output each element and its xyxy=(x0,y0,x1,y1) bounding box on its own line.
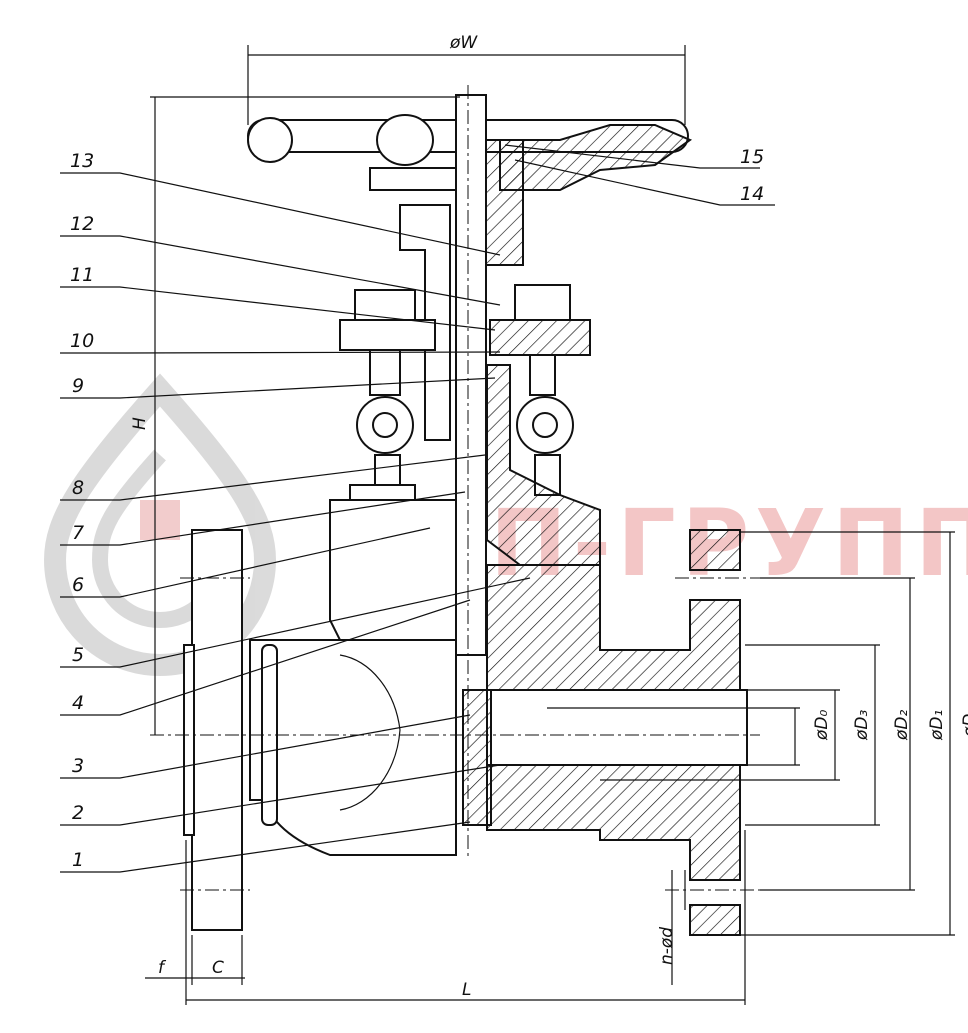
flange-top xyxy=(689,529,741,571)
label-5: 5 xyxy=(72,644,84,666)
stem xyxy=(455,94,487,656)
bore xyxy=(486,689,748,766)
label-14: 14 xyxy=(740,183,764,205)
label-12: 12 xyxy=(70,213,94,235)
dim-raised-face: f xyxy=(158,958,167,978)
body-left xyxy=(249,639,457,856)
dim-outer: øD xyxy=(960,714,968,739)
label-9: 9 xyxy=(72,375,84,397)
label-11: 11 xyxy=(70,264,94,286)
label-8: 8 xyxy=(72,477,84,499)
dim-flange-thickness: C xyxy=(212,958,224,978)
handwheel xyxy=(247,114,693,191)
disc xyxy=(462,689,492,826)
label-1: 1 xyxy=(72,849,84,871)
label-15: 15 xyxy=(740,146,764,168)
flange-bottom xyxy=(689,904,741,936)
dim-handwheel-diameter: øW xyxy=(449,33,478,53)
leader-lines xyxy=(60,144,775,873)
bonnet-left xyxy=(329,499,457,641)
dim-bore: øD₀ xyxy=(812,710,832,741)
diameter-dims xyxy=(547,531,955,936)
dim-height: H xyxy=(130,417,150,430)
dim-d3: øD₃ xyxy=(852,710,872,741)
flange-left xyxy=(191,529,243,931)
label-13: 13 xyxy=(70,150,94,172)
label-6: 6 xyxy=(72,574,84,596)
label-10: 10 xyxy=(70,330,94,352)
dim-length: L xyxy=(462,980,471,1000)
label-2: 2 xyxy=(72,802,84,824)
dim-d2: øD₂ xyxy=(892,710,912,741)
stem-nut xyxy=(482,139,524,266)
bonnet xyxy=(486,364,601,566)
dim-d1: øD₁ xyxy=(927,710,947,741)
label-7: 7 xyxy=(72,522,84,544)
bolt-left xyxy=(339,289,436,501)
dim-bolt-holes: n-ød xyxy=(657,927,677,965)
label-3: 3 xyxy=(72,755,84,777)
label-4: 4 xyxy=(72,692,84,714)
